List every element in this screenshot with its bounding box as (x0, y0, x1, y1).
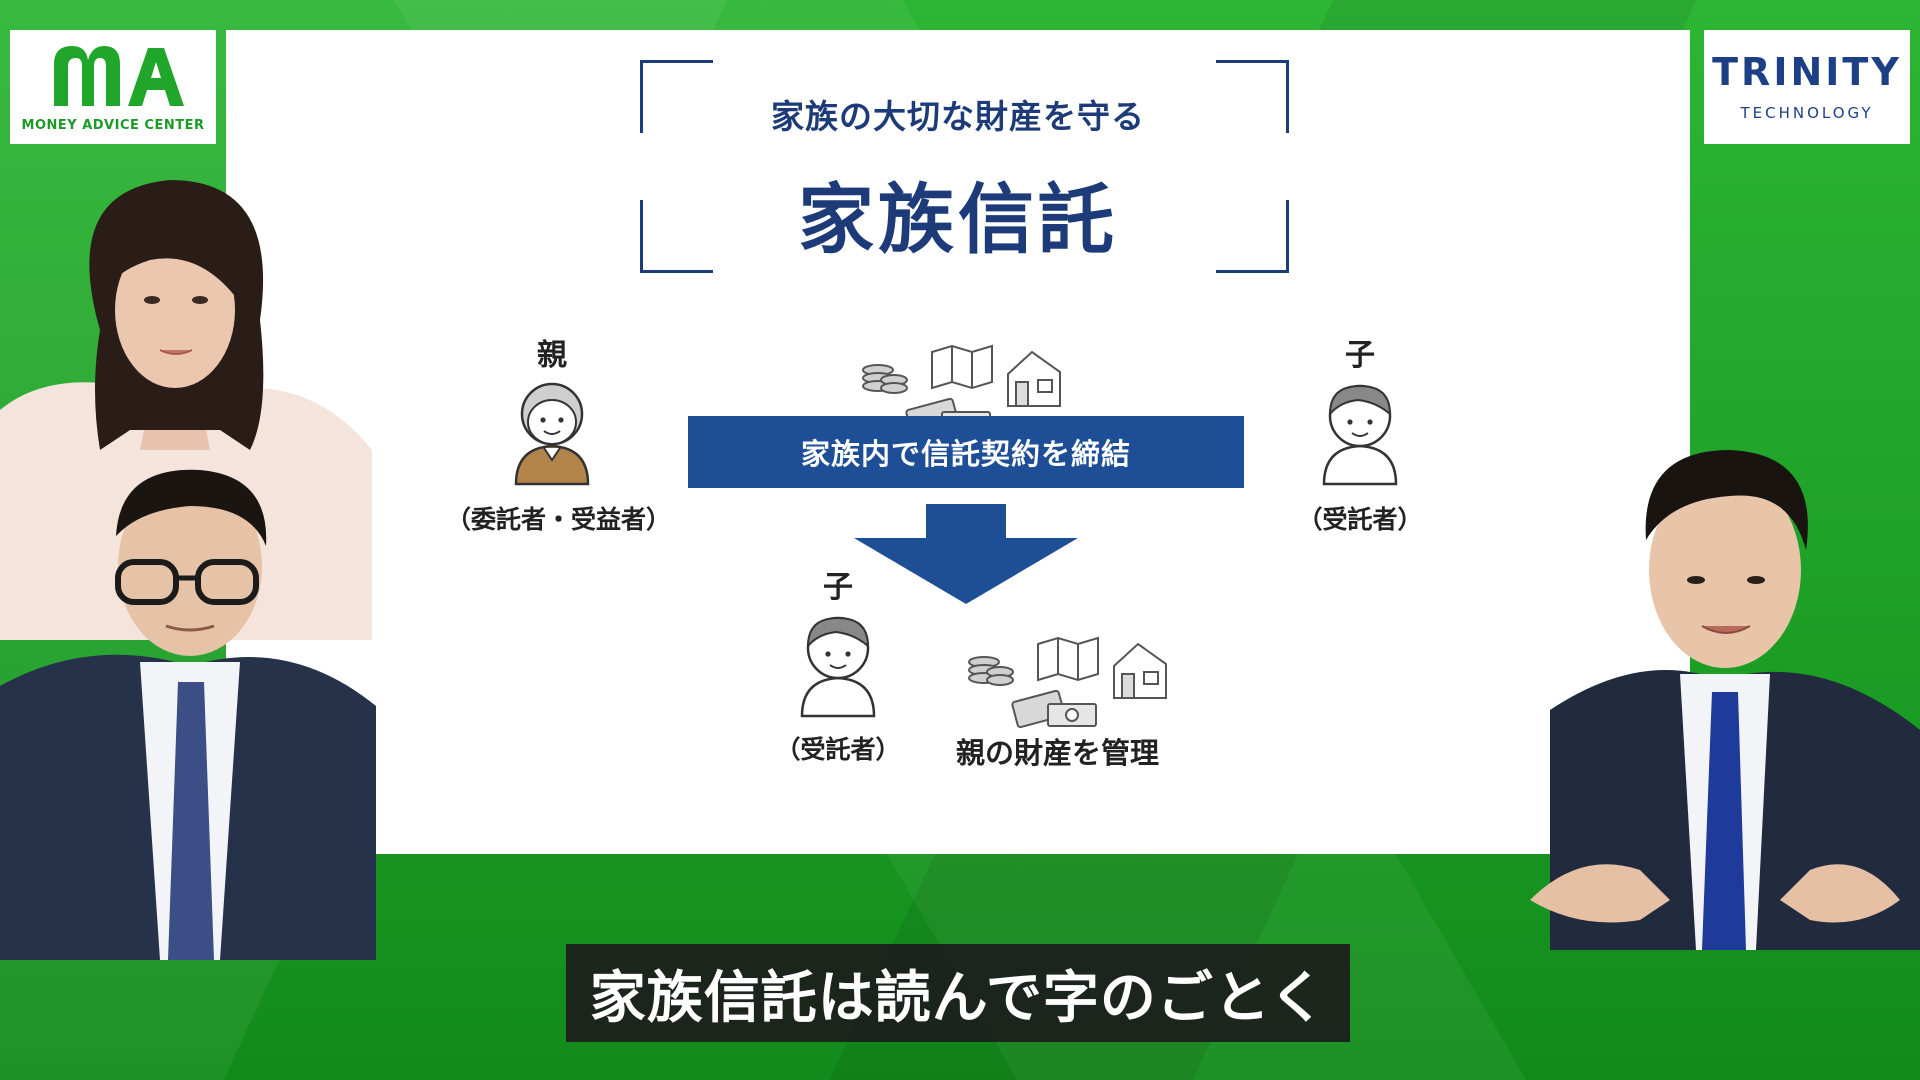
presenter-man-glasses (0, 469, 376, 960)
trinity-technology-logo: TRINITY TECHNOLOGY (1704, 30, 1910, 144)
assets-icon-bottom (968, 636, 1167, 728)
video-caption: 家族信託は読んで字のごとく (566, 944, 1350, 1042)
parent-label: 親 (537, 338, 567, 373)
contract-banner: 家族内で信託契約を締結 (688, 416, 1244, 488)
presenter-man-right (1530, 450, 1920, 950)
child-caption-bottom: （受託者） (775, 735, 901, 764)
ma-logo-mark (54, 46, 184, 106)
ma-logo-caption: MONEY ADVICE CENTER (21, 118, 205, 133)
child-label-bottom: 子 (823, 570, 853, 605)
trinity-logo-sub: TECHNOLOGY (1740, 104, 1874, 122)
trinity-logo-name: TRINITY (1712, 50, 1902, 94)
bracket-bottom-right (1216, 200, 1289, 273)
bracket-bottom-left (640, 200, 713, 273)
child-caption-top: （受託者） (1297, 505, 1423, 534)
child-label-top: 子 (1345, 338, 1375, 373)
bracket-top-left (640, 60, 713, 133)
manage-assets-text: 親の財産を管理 (956, 736, 1160, 770)
money-advice-center-logo: MONEY ADVICE CENTER (10, 30, 216, 144)
child-person-icon-top (1322, 384, 1398, 486)
slide-subtitle: 家族の大切な財産を守る (771, 97, 1145, 136)
presentation-slide: 家族の大切な財産を守る 家族信託 親 （委託者・受益者） 家族内で信託 (226, 30, 1690, 854)
parent-caption: （委託者・受益者） (446, 505, 672, 534)
slide-title: 家族信託 (798, 175, 1118, 264)
child-person-icon-bottom (800, 616, 876, 718)
parent-person-icon (514, 382, 590, 486)
down-arrow-icon (854, 504, 1078, 604)
bracket-top-right (1216, 60, 1289, 133)
